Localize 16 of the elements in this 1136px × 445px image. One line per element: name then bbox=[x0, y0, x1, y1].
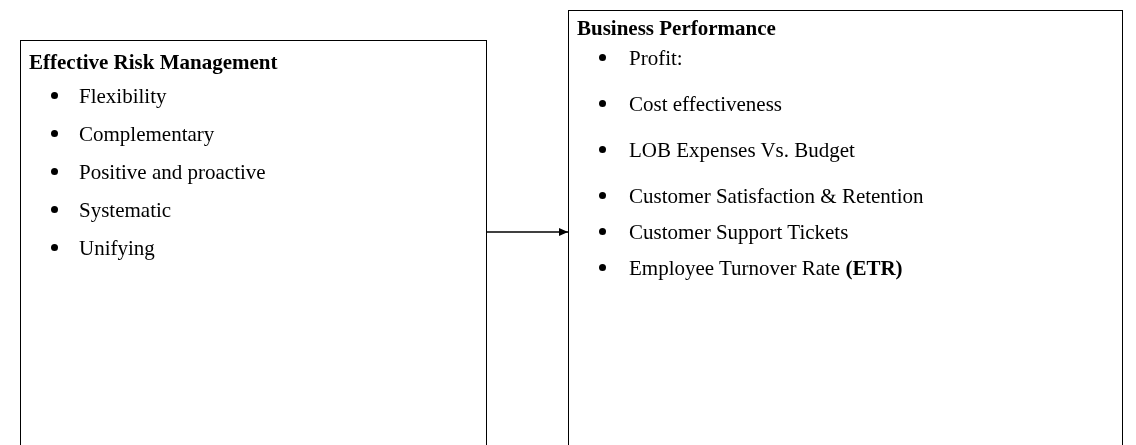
list-item: Complementary bbox=[79, 121, 216, 148]
list-item: Positive and proactive bbox=[79, 159, 267, 186]
list-item: Systematic bbox=[79, 197, 173, 224]
list-item: Profit: bbox=[629, 45, 684, 72]
box-heading: Business Performance bbox=[577, 15, 776, 41]
text-box bbox=[20, 40, 487, 445]
list-item: LOB Expenses Vs. Budget bbox=[629, 137, 856, 164]
text-box bbox=[568, 10, 1123, 445]
list-item: Flexibility bbox=[79, 83, 168, 110]
arrow bbox=[486, 228, 569, 236]
list-item: Employee Turnover Rate (ETR) bbox=[629, 255, 904, 282]
list-item: Customer Support Tickets bbox=[629, 219, 850, 246]
list-item: Cost effectiveness bbox=[629, 91, 783, 118]
box-heading: Effective Risk Management bbox=[29, 49, 278, 75]
list-item: Customer Satisfaction & Retention bbox=[629, 183, 925, 210]
list-item: Unifying bbox=[79, 235, 156, 262]
